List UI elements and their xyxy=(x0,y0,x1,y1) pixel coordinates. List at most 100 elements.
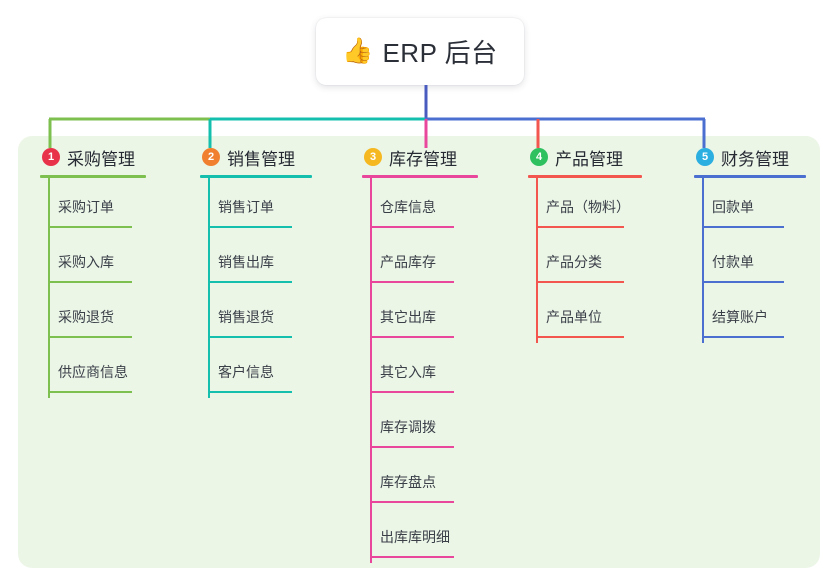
branch-item[interactable]: 产品分类 xyxy=(528,233,624,288)
branch-item-label: 销售订单 xyxy=(218,199,274,215)
branch-item-rule xyxy=(48,391,132,393)
branch-item-rule xyxy=(48,281,132,283)
branch-header-rule xyxy=(528,175,642,178)
branch-item[interactable]: 采购订单 xyxy=(40,178,132,233)
branch-item-list: 仓库信息产品库存其它出库其它入库库存调拨库存盘点出库库明细 xyxy=(362,178,478,563)
branch-header-2[interactable]: 2 销售管理 xyxy=(200,144,312,170)
branch-item-rule xyxy=(208,391,292,393)
branch-item-label: 仓库信息 xyxy=(380,199,436,215)
branch-item-rule xyxy=(370,336,454,338)
branch-item-rule xyxy=(702,281,784,283)
branch-item-rule xyxy=(48,226,132,228)
branch-item-label: 产品（物料） xyxy=(546,199,630,215)
branch-item[interactable]: 回款单 xyxy=(694,178,784,233)
branch-item[interactable]: 销售退货 xyxy=(200,288,292,343)
branch-item-label: 客户信息 xyxy=(218,364,274,380)
branch-item-label: 其它出库 xyxy=(380,309,436,325)
branch-item-rule xyxy=(370,281,454,283)
branch-header-4[interactable]: 4 产品管理 xyxy=(528,144,642,170)
root-node-card[interactable]: 👍 ERP 后台 xyxy=(316,18,524,85)
branch-item-label: 供应商信息 xyxy=(58,364,128,380)
branch-item[interactable]: 其它出库 xyxy=(362,288,454,343)
branch-header-rule xyxy=(200,175,312,178)
branch-item-list: 产品（物料） 产品分类产品单位 xyxy=(528,178,642,343)
branch-title: 销售管理 xyxy=(227,149,295,169)
branch-item-label: 采购退货 xyxy=(58,309,114,325)
branch-item-label: 出库库明细 xyxy=(380,529,450,545)
branch-item-label: 库存盘点 xyxy=(380,474,436,490)
branch-item-rule xyxy=(208,281,292,283)
branch-item-rule xyxy=(370,226,454,228)
branch-item-rule xyxy=(370,501,454,503)
branch-column-5: 5 财务管理回款单付款单结算账户 xyxy=(694,144,806,343)
branch-item-rule xyxy=(702,336,784,338)
branch-item-rule xyxy=(48,336,132,338)
branch-item[interactable]: 付款单 xyxy=(694,233,784,288)
branch-number-badge: 5 xyxy=(696,148,714,166)
branch-spine xyxy=(536,178,538,343)
branch-title: 产品管理 xyxy=(555,149,623,169)
branch-header-1[interactable]: 1 采购管理 xyxy=(40,144,146,170)
branch-column-4: 4 产品管理产品（物料） 产品分类产品单位 xyxy=(528,144,642,343)
branch-item-rule xyxy=(208,226,292,228)
branch-item-label: 产品单位 xyxy=(546,309,602,325)
branch-item-list: 采购订单采购入库采购退货供应商信息 xyxy=(40,178,146,398)
branch-item[interactable]: 产品单位 xyxy=(528,288,624,343)
branch-item-label: 其它入库 xyxy=(380,364,436,380)
root-node-content: 👍 ERP 后台 xyxy=(342,33,497,70)
branch-item-rule xyxy=(370,556,454,558)
branch-item-label: 产品分类 xyxy=(546,254,602,270)
branch-spine xyxy=(208,178,210,398)
branch-number-badge: 1 xyxy=(42,148,60,166)
branch-item[interactable]: 结算账户 xyxy=(694,288,784,343)
branch-number-badge: 3 xyxy=(364,148,382,166)
branch-item-rule xyxy=(370,446,454,448)
branch-item[interactable]: 客户信息 xyxy=(200,343,292,398)
branch-item-label: 回款单 xyxy=(712,199,754,215)
branch-column-3: 3 库存管理仓库信息产品库存其它出库其它入库库存调拨库存盘点出库库明细 xyxy=(362,144,478,563)
branch-item[interactable]: 库存调拨 xyxy=(362,398,454,453)
branch-item-label: 结算账户 xyxy=(712,309,768,325)
branch-item-rule xyxy=(370,391,454,393)
branch-item-label: 付款单 xyxy=(712,254,754,270)
branch-item-label: 库存调拨 xyxy=(380,419,436,435)
branch-header-5[interactable]: 5 财务管理 xyxy=(694,144,806,170)
branch-item[interactable]: 出库库明细 xyxy=(362,508,454,563)
branch-number-badge: 2 xyxy=(202,148,220,166)
branch-spine xyxy=(702,178,704,343)
branch-header-rule xyxy=(362,175,478,178)
branch-header-rule xyxy=(694,175,806,178)
branch-item[interactable]: 其它入库 xyxy=(362,343,454,398)
branch-item-label: 销售出库 xyxy=(218,254,274,270)
branch-item[interactable]: 销售出库 xyxy=(200,233,292,288)
branch-item-label: 采购订单 xyxy=(58,199,114,215)
branch-item[interactable]: 采购退货 xyxy=(40,288,132,343)
thumbs-up-icon: 👍 xyxy=(342,37,374,65)
branch-item[interactable]: 库存盘点 xyxy=(362,453,454,508)
branch-item-list: 销售订单销售出库销售退货客户信息 xyxy=(200,178,312,398)
branch-item[interactable]: 仓库信息 xyxy=(362,178,454,233)
branch-item-label: 销售退货 xyxy=(218,309,274,325)
branch-spine xyxy=(48,178,50,398)
branch-header-rule xyxy=(40,175,146,178)
branch-number-badge: 4 xyxy=(530,148,548,166)
branch-item-rule xyxy=(536,336,624,338)
branch-item-rule xyxy=(702,226,784,228)
branches-panel xyxy=(18,136,820,568)
branch-title: 财务管理 xyxy=(721,149,789,169)
branch-item-list: 回款单付款单结算账户 xyxy=(694,178,806,343)
branch-title: 采购管理 xyxy=(67,149,135,169)
branch-header-3[interactable]: 3 库存管理 xyxy=(362,144,478,170)
root-node-title: ERP 后台 xyxy=(382,38,498,68)
branch-item[interactable]: 产品（物料） xyxy=(528,178,630,233)
branch-item-label: 采购入库 xyxy=(58,254,114,270)
branch-item-label: 产品库存 xyxy=(380,254,436,270)
branch-item[interactable]: 采购入库 xyxy=(40,233,132,288)
branch-item[interactable]: 产品库存 xyxy=(362,233,454,288)
branch-item[interactable]: 销售订单 xyxy=(200,178,292,233)
branch-title: 库存管理 xyxy=(389,149,457,169)
branch-column-1: 1 采购管理采购订单采购入库采购退货供应商信息 xyxy=(40,144,146,398)
branch-item[interactable]: 供应商信息 xyxy=(40,343,132,398)
branch-column-2: 2 销售管理销售订单销售出库销售退货客户信息 xyxy=(200,144,312,398)
